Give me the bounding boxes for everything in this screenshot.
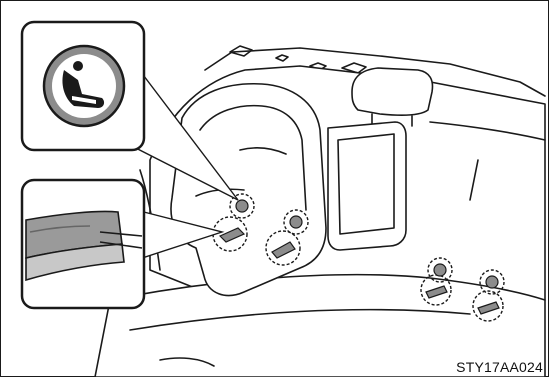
anchor-mark-icon [236,200,248,212]
reference-code: STY17AA024 [456,359,543,375]
anchor-mark-icon [290,216,302,228]
anchor-mark-icon [434,264,446,276]
child-seat-anchor-icon [44,46,124,126]
anchor-mark-icon [486,276,498,288]
headrest [352,68,432,115]
